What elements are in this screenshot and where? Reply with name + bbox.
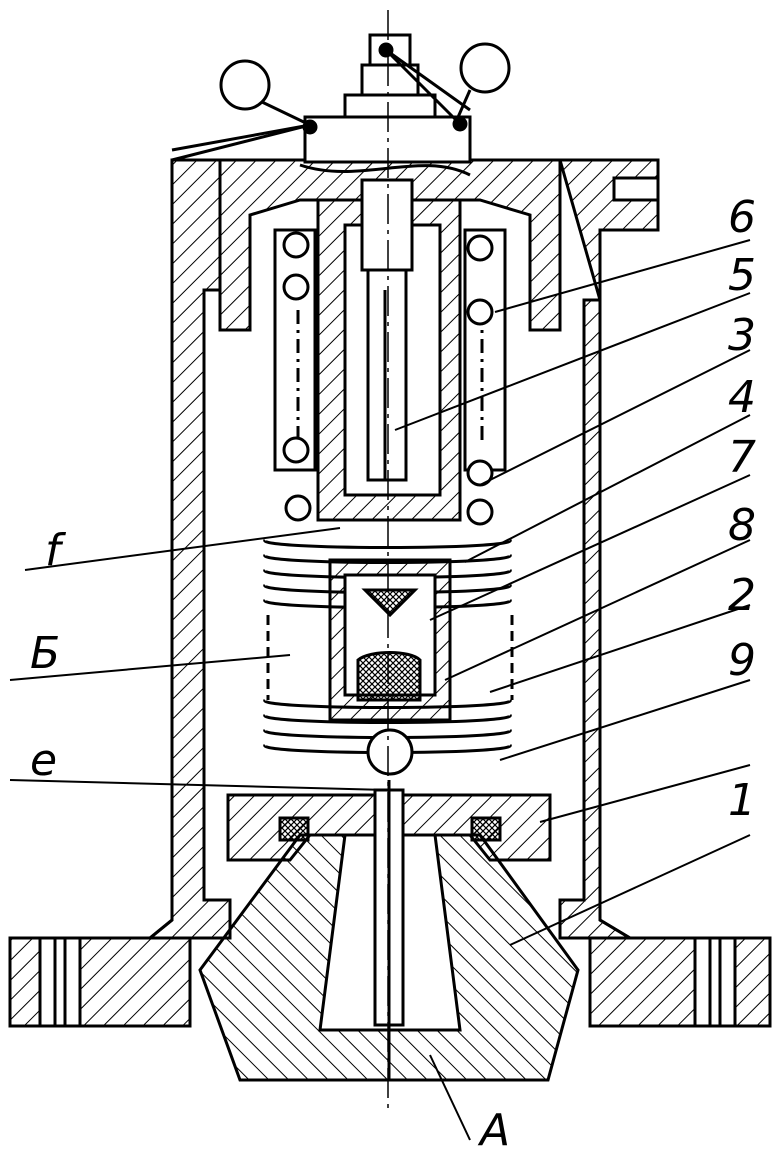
leader-lines <box>9 239 751 1141</box>
label-a: A <box>477 1105 510 1156</box>
label-3: 3 <box>728 310 756 361</box>
label-1: 1 <box>728 775 756 826</box>
stem-housing <box>316 178 462 522</box>
right-flange <box>588 936 772 1028</box>
label-4: 4 <box>728 372 756 423</box>
label-8: 8 <box>728 500 756 551</box>
label-9: 9 <box>728 635 756 686</box>
label-b: Б <box>30 628 60 679</box>
label-e: e <box>30 735 57 786</box>
left-flange <box>8 936 192 1028</box>
top-stem <box>303 33 472 164</box>
label-7: 7 <box>728 432 756 483</box>
label-6: 6 <box>728 192 756 243</box>
indicator-levers <box>171 42 511 162</box>
label-f: f <box>45 525 67 576</box>
valve-body <box>328 558 452 776</box>
nozzle <box>198 780 580 1082</box>
spring-assembly <box>273 228 507 526</box>
label-5: 5 <box>728 250 756 301</box>
label-2: 2 <box>728 570 756 621</box>
